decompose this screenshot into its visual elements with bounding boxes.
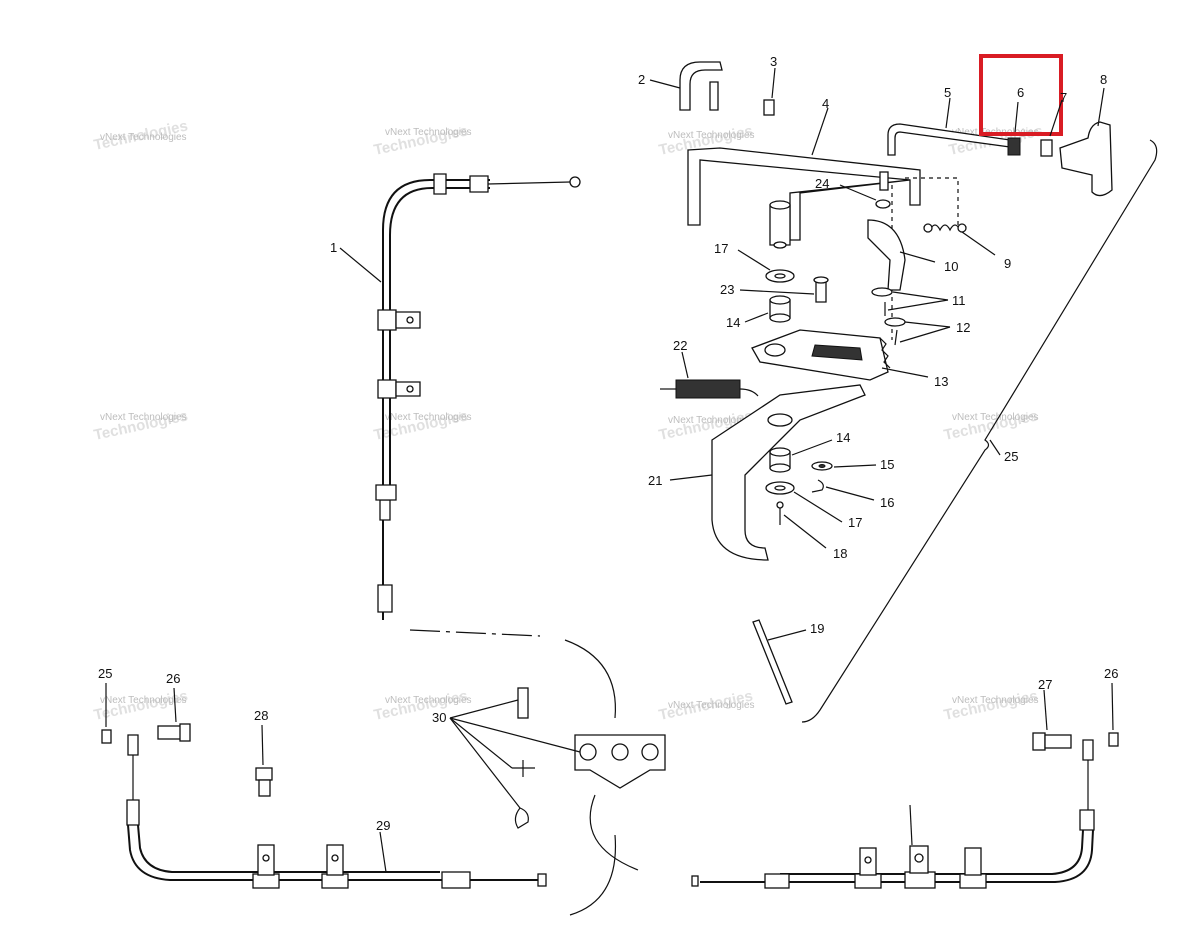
part-14-bushing-lower: 14 <box>769 430 850 473</box>
part-9-spring: 9 <box>923 223 1011 271</box>
part-7-nut: 7 <box>1040 90 1067 157</box>
callout-26a: 26 <box>166 671 180 686</box>
callout-13: 13 <box>934 374 948 389</box>
callout-25a: 25 <box>98 666 112 681</box>
part-6-ball-joint: 6 <box>979 54 1063 156</box>
svg-text:vNext Technologies: vNext Technologies <box>668 415 755 426</box>
callout-11: 11 <box>952 293 966 308</box>
part-20-lever: 21 <box>648 384 866 561</box>
callout-6: 6 <box>1017 85 1024 100</box>
callout-1: 1 <box>330 240 337 255</box>
callout-25b: 26 <box>1104 666 1118 681</box>
callout-10: 10 <box>944 259 958 274</box>
callout-12: 12 <box>956 320 970 335</box>
part-8-handle: 8 <box>1059 72 1113 197</box>
callout-24: 25 <box>1004 449 1018 464</box>
part-23-pin: 24 <box>815 171 891 209</box>
callout-2: 2 <box>638 72 645 87</box>
callout-20: 21 <box>648 473 662 488</box>
highlight-box <box>979 54 1063 136</box>
callout-29: 30 <box>432 710 446 725</box>
part-17-washer-upper: 17 <box>714 241 795 283</box>
callout-15: 15 <box>880 457 894 472</box>
callout-14a: 14 <box>726 315 740 330</box>
callout-8: 8 <box>1100 72 1107 87</box>
callout-7: 7 <box>1060 90 1067 105</box>
part-3-nut: 3 <box>763 54 777 116</box>
callout-19: 19 <box>810 621 824 636</box>
svg-text:vNext Technologies: vNext Technologies <box>668 700 755 711</box>
part-29-bracket-set: 30 <box>432 687 666 829</box>
part-18-pin: 18 <box>776 501 847 561</box>
callout-17a: 17 <box>714 241 728 256</box>
part-25-nut-right: 26 <box>1104 666 1119 747</box>
part-26-bolt-left: 26 <box>157 671 191 742</box>
callout-5: 5 <box>944 85 951 100</box>
callout-23: 24 <box>815 176 829 191</box>
callout-17b: 17 <box>848 515 862 530</box>
svg-text:vNext Technologies: vNext Technologies <box>385 695 472 706</box>
svg-text:vNext Technologies: vNext Technologies <box>100 412 187 423</box>
callout-9: 9 <box>1004 256 1011 271</box>
svg-text:vNext Technologies: vNext Technologies <box>385 412 472 423</box>
part-28-cable: 29 <box>126 734 547 889</box>
part-21-spring: 22 <box>660 338 759 399</box>
watermarks: Technologies vNext Technologies Technolo… <box>92 117 1044 724</box>
svg-text:vNext Technologies: vNext Technologies <box>100 132 187 143</box>
callout-28: 29 <box>376 818 390 833</box>
part-11-12-fasteners: 11 12 <box>871 287 970 346</box>
svg-text:vNext Technologies: vNext Technologies <box>952 695 1039 706</box>
part-2-u-bracket: 2 <box>638 61 723 111</box>
callout-26b: 27 <box>1038 677 1052 692</box>
part-27-bolt: 28 <box>254 708 273 797</box>
part-14-bushing-upper: 14 <box>726 295 791 330</box>
part-10-pawl: 10 <box>867 219 958 291</box>
svg-text:vNext Technologies: vNext Technologies <box>100 695 187 706</box>
part-19-rod: 19 <box>752 619 824 705</box>
part-25-nut-left: 25 <box>98 666 112 744</box>
callout-27: 28 <box>254 708 268 723</box>
part-26-bolt-right: 27 <box>1032 677 1072 751</box>
callout-16: 16 <box>880 495 894 510</box>
part-17-washer-lower: 17 <box>765 481 862 530</box>
part-16-cotter-pin: 16 <box>811 479 894 510</box>
part-1-cable: 1 <box>330 173 581 620</box>
callout-14b: 14 <box>836 430 850 445</box>
svg-text:vNext Technologies: vNext Technologies <box>952 412 1039 423</box>
callout-18: 18 <box>833 546 847 561</box>
svg-text:vNext Technologies: vNext Technologies <box>668 130 755 141</box>
callout-21: 22 <box>673 338 687 353</box>
part-15-washer: 15 <box>811 457 894 472</box>
part-13-ratchet-plate: 13 <box>751 329 948 389</box>
part-30-cable <box>691 739 1095 889</box>
part-4-frame: 4 <box>687 96 921 241</box>
part-22-clevis-pin: 23 <box>720 276 829 303</box>
callout-22: 23 <box>720 282 734 297</box>
svg-text:vNext Technologies: vNext Technologies <box>385 127 472 138</box>
part-24-brace: 25 <box>801 139 1158 723</box>
callout-4: 4 <box>822 96 829 111</box>
callout-3: 3 <box>770 54 777 69</box>
